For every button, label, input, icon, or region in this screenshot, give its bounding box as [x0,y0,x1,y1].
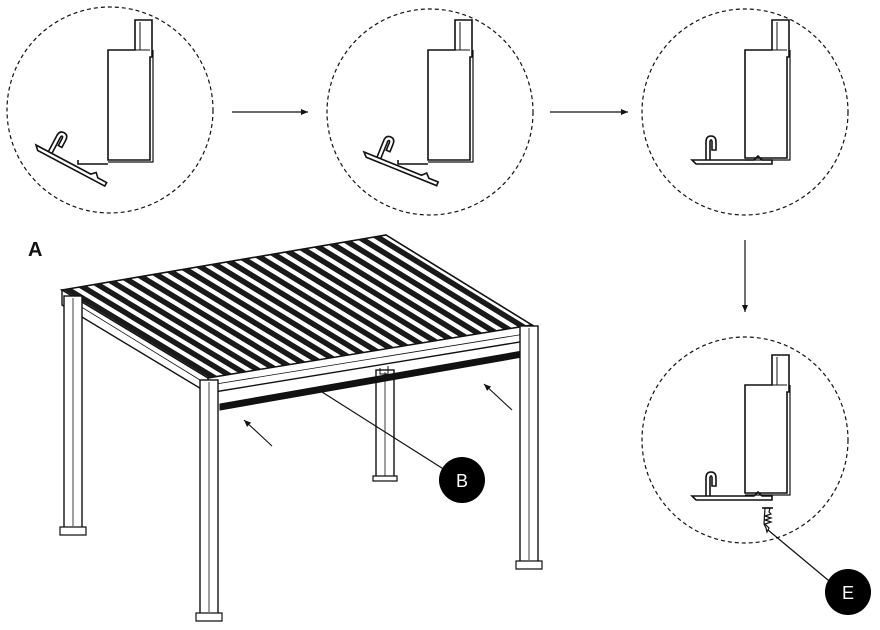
callout-e-label: E [842,583,854,603]
detail-circle-1 [6,6,214,214]
section-label: A [28,239,42,261]
step-1-detail [6,6,214,214]
clip-profile [33,123,119,187]
step-3-detail [641,8,849,216]
gutter-profile [397,19,474,165]
screw [762,507,773,534]
callout-b-leader [321,391,446,471]
callout-e-leader [767,529,841,591]
arrow-insert-left [243,419,273,447]
gutter-profile [744,354,791,496]
gutter-profile [77,19,154,165]
detail-circle-4 [641,336,849,544]
callout-b: B [439,457,485,503]
step-4-detail [641,336,849,591]
step-2-detail [326,8,534,216]
callout-b-label: B [456,471,468,491]
post-front-left [195,379,223,622]
clip-profile [691,471,773,501]
pergola-illustration [59,234,543,622]
post-back-left [59,295,87,536]
gutter-profile [744,19,791,161]
beam-mount [379,366,389,375]
roof-louvers [59,234,535,379]
detail-circle-2 [326,8,534,216]
post-front-right [515,325,543,570]
post-back-right [372,369,398,482]
arrow-insert-right [483,383,513,411]
clip-profile [361,128,448,187]
callout-e: E [825,569,871,615]
detail-circle-3 [641,8,849,216]
front-beam [61,288,533,395]
